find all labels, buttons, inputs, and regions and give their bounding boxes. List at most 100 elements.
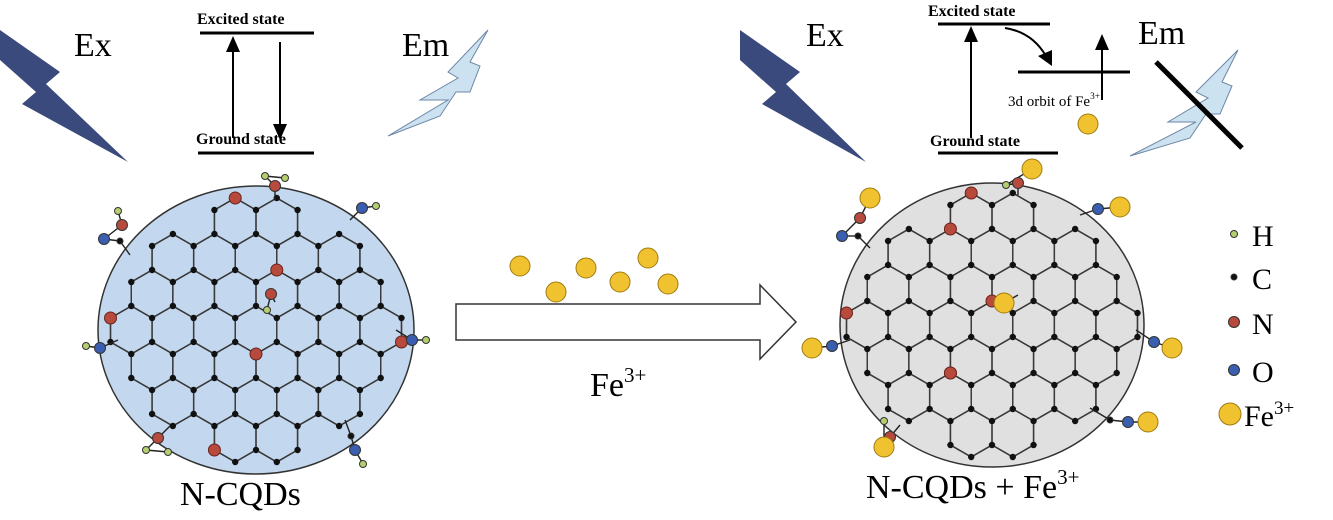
carbon-atom [1092, 333, 1100, 341]
lattice-bond [887, 372, 910, 386]
legend-c-icon [1230, 273, 1238, 281]
carbon-atom [335, 302, 343, 310]
oxygen-atom [94, 342, 106, 354]
lattice-bond [297, 233, 319, 247]
carbon-atom [1051, 381, 1058, 389]
fe-ion [657, 273, 679, 295]
carbon-atom [169, 278, 177, 286]
lattice-bond [1095, 336, 1118, 350]
hydrogen-atom [359, 460, 367, 468]
hydrogen-atom [164, 448, 172, 456]
nitrogen-atom [228, 191, 242, 205]
lattice-bond [1012, 228, 1034, 242]
carbon-atom [1009, 237, 1016, 245]
carbon-atom [968, 309, 975, 317]
carbon-atom [169, 422, 177, 430]
lattice-bond [866, 336, 889, 350]
carbon-atom [148, 314, 156, 322]
carbon-atom [190, 338, 197, 346]
carbon-atom [211, 350, 218, 358]
lattice-bond [1074, 408, 1097, 422]
lattice-bond [1074, 372, 1097, 386]
carbon-atom [190, 266, 197, 274]
carbon-atom [315, 242, 322, 250]
carbon-atom [335, 230, 343, 238]
lattice-bond [214, 233, 236, 247]
carbon-atom [968, 333, 975, 341]
lattice-bond [318, 377, 340, 391]
lattice-bond [970, 264, 993, 278]
lattice-bond [151, 305, 174, 319]
legend-o-label: O [1252, 356, 1274, 389]
lattice-bond [234, 233, 257, 247]
carbon-atom [211, 206, 218, 214]
carbon-atom [905, 369, 913, 377]
lattice-bond [214, 413, 236, 427]
lattice-bond [318, 341, 340, 355]
fe-ion [873, 436, 895, 458]
hydrogen-atom [880, 417, 888, 425]
carbon-atom [1030, 369, 1037, 377]
carbon-atom [377, 278, 384, 286]
nitrogen-atom [265, 288, 277, 300]
lattice-bond [255, 449, 278, 463]
lattice-bond [255, 413, 278, 427]
right-em-lightning-icon [1129, 49, 1239, 157]
carbon-atom [854, 232, 862, 240]
carbon-atom [1092, 381, 1100, 389]
emission-quench-line [1154, 60, 1244, 150]
carbon-atom [294, 350, 301, 358]
carbon-atom [315, 386, 322, 394]
carbon-atom [988, 369, 996, 377]
carbon-atom [356, 338, 364, 346]
carbon-atom [947, 201, 954, 209]
carbon-atom [947, 441, 954, 449]
lattice-bond [172, 377, 194, 391]
lattice-bond [318, 233, 340, 247]
lattice-bond [359, 269, 382, 283]
reaction-arrow-icon [455, 283, 798, 361]
lattice-bond [991, 444, 1014, 458]
lattice-bond [1054, 300, 1076, 314]
left-em-lightning-icon [387, 29, 489, 137]
lattice-bond [887, 300, 910, 314]
carbon-atom [884, 381, 892, 389]
lattice-bond [1054, 372, 1076, 386]
carbon-atom [905, 225, 913, 233]
nitrogen-atom [249, 347, 263, 361]
carbon-atom [315, 266, 322, 274]
lattice-bond [1074, 228, 1097, 242]
carbon-atom [947, 417, 954, 425]
carbon-atom [252, 230, 260, 238]
carbon-atom [335, 278, 343, 286]
legend-c-label: C [1252, 263, 1272, 296]
oxygen-atom [826, 340, 838, 352]
lattice-bond [866, 300, 889, 314]
lattice-bond [214, 341, 236, 355]
lattice-bond [866, 264, 889, 278]
carbon-atom [356, 386, 364, 394]
lattice-bond [950, 336, 972, 350]
carbon-atom [1092, 261, 1100, 269]
nitrogen-atom [269, 180, 281, 192]
carbon-atom [1009, 309, 1016, 317]
lattice-bond [950, 300, 972, 314]
carbon-atom [864, 297, 871, 305]
lattice-bond [950, 444, 972, 458]
carbon-atom [148, 386, 156, 394]
lattice-bond [1095, 300, 1118, 314]
carbon-atom [1106, 416, 1114, 424]
lattice-bond [1012, 444, 1034, 458]
carbon-atom [252, 374, 260, 382]
nitrogen-atom [943, 222, 957, 236]
carbon-atom [315, 314, 322, 322]
fe-ion [509, 255, 531, 277]
lattice-bond [338, 341, 361, 355]
oxygen-atom [1148, 336, 1160, 348]
carbon-atom [1051, 405, 1058, 413]
carbon-atom [884, 333, 892, 341]
lattice-bond [338, 413, 361, 427]
lattice-bond [193, 233, 215, 247]
lattice-bond [193, 305, 215, 319]
right-energy-diagram: Excited state Ground state 3d orbit of F… [928, 3, 1130, 155]
